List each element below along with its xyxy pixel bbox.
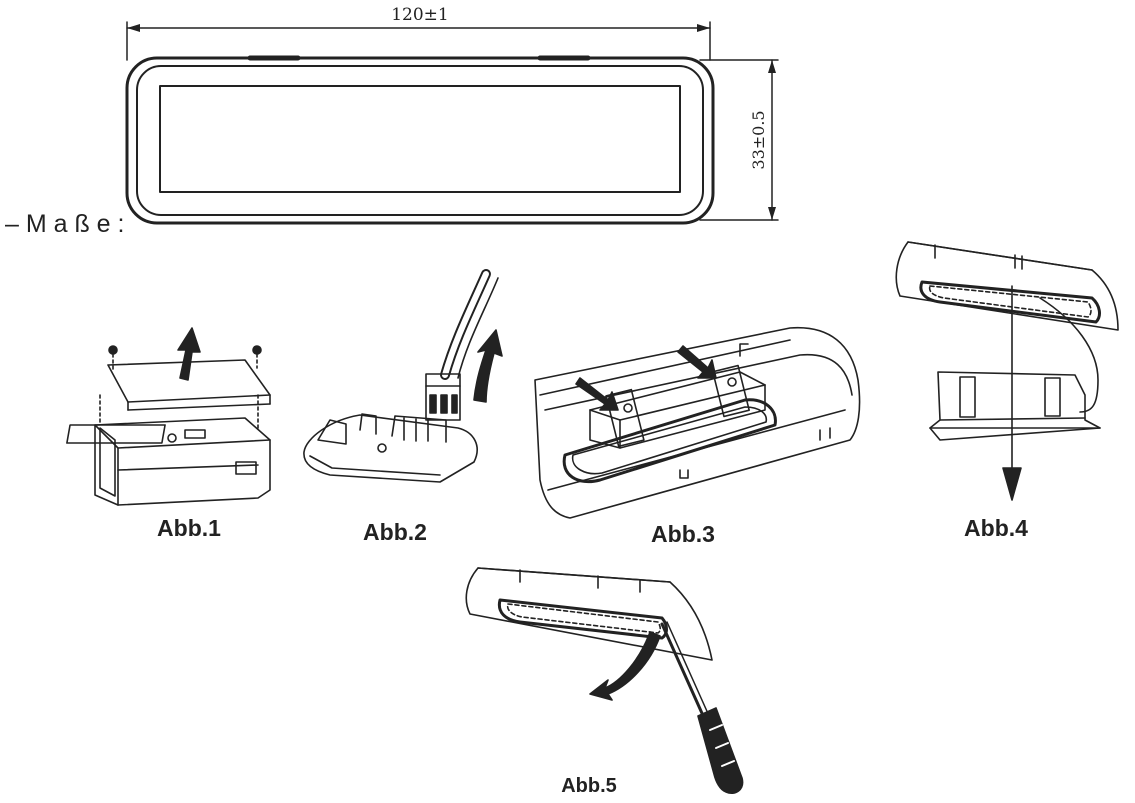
arrow-down-icon [677,345,717,379]
housing-inner [136,65,704,216]
arrow-right-icon [697,24,710,32]
figure-abb1 [66,327,271,506]
figure-label-abb3: Abb.3 [651,521,715,547]
figure-abb5 [465,567,744,794]
arrow-up-icon [473,329,503,403]
bumper-piece [895,241,1119,331]
housing-outer [125,56,715,225]
figure-label-abb5: Abb.5 [561,775,617,797]
arrow-down-icon [575,377,619,411]
dimension-drawing: 120±1 33±0.5 [125,5,779,225]
figure-label-abb2: Abb.2 [363,519,427,545]
figure-label-abb1: Abb.1 [157,515,221,541]
figure-label-abb4: Abb.4 [964,515,1028,541]
curved-arrow-icon [589,631,661,701]
arrow-up-icon [177,327,201,381]
screwdriver-icon [660,621,744,794]
height-label: 33±0.5 [749,110,768,169]
lamp-body [303,414,478,483]
dimensions-heading: – M a ß e : [5,210,124,238]
arrow-down-icon [1002,467,1022,501]
figure-abb3 [534,326,861,519]
width-label: 120±1 [391,5,449,25]
bumper-piece [465,567,713,661]
arrow-up-icon [768,60,776,73]
bumper-panel [534,326,861,519]
arrow-down-icon [768,207,776,220]
arrow-left-icon [127,24,140,32]
screw-icon [108,345,262,373]
circuit-board [66,424,166,444]
figure-abb4 [895,241,1119,501]
figure-abb2 [303,269,503,483]
lamp [929,371,1101,441]
lens-window [159,85,681,193]
